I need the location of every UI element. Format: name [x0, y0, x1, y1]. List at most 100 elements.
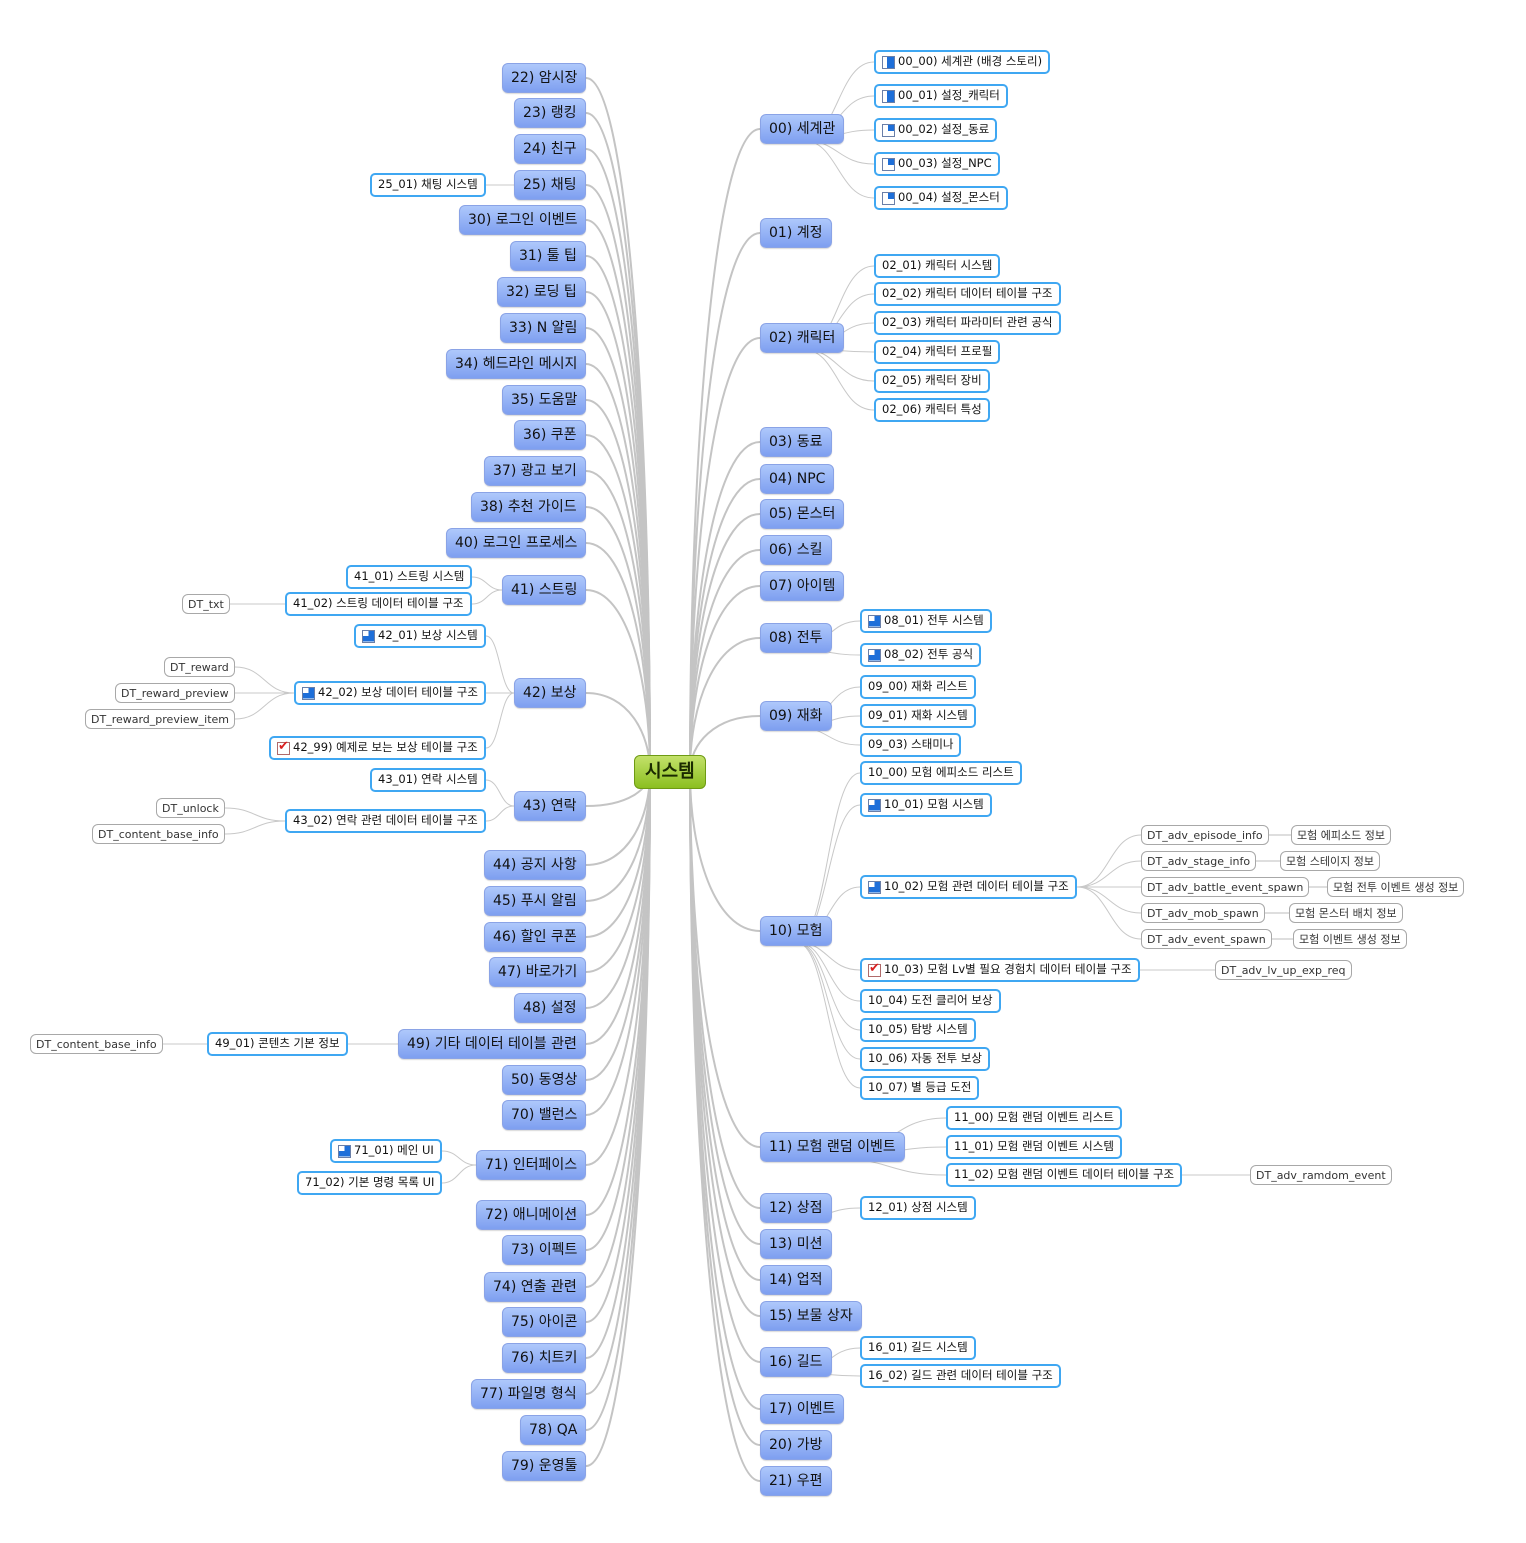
subtopic-l71-1[interactable]: 71_02) 기본 명령 목록 UI [297, 1171, 443, 1195]
subtopic-l42-1[interactable]: 42_02) 보상 데이터 테이블 구조 [294, 681, 486, 705]
data-table-tag[interactable]: DT_unlock [156, 798, 225, 818]
topic-r07[interactable]: 07) 아이템 [760, 571, 845, 601]
topic-l24[interactable]: 24) 친구 [514, 134, 586, 164]
topic-r14[interactable]: 14) 업적 [760, 1265, 832, 1295]
topic-l25[interactable]: 25) 채팅 [514, 170, 586, 200]
subtopic-r02-5[interactable]: 02_06) 캐릭터 특성 [874, 398, 990, 422]
topic-l44[interactable]: 44) 공지 사항 [484, 850, 586, 880]
data-table-tag[interactable]: DT_adv_event_spawn [1141, 929, 1272, 949]
topic-r17[interactable]: 17) 이벤트 [760, 1394, 845, 1424]
topic-l49[interactable]: 49) 기타 데이터 테이블 관련 [398, 1029, 586, 1059]
topic-l74[interactable]: 74) 연출 관련 [484, 1272, 586, 1302]
topic-r01[interactable]: 01) 계정 [760, 218, 832, 248]
subtopic-r00-2[interactable]: 00_02) 설정_동료 [874, 118, 998, 142]
subtopic-r02-1[interactable]: 02_02) 캐릭터 데이터 테이블 구조 [874, 282, 1061, 306]
topic-l70[interactable]: 70) 밸런스 [502, 1100, 587, 1130]
subtopic-r02-2[interactable]: 02_03) 캐릭터 파라미터 관련 공식 [874, 311, 1061, 335]
topic-l45[interactable]: 45) 푸시 알림 [484, 886, 586, 916]
subtopic-r09-0[interactable]: 09_00) 재화 리스트 [860, 675, 976, 699]
topic-l77[interactable]: 77) 파일명 형식 [471, 1379, 586, 1409]
topic-l32[interactable]: 32) 로딩 팁 [497, 277, 586, 307]
topic-l79[interactable]: 79) 운영툴 [502, 1451, 587, 1481]
topic-l75[interactable]: 75) 아이콘 [502, 1307, 587, 1337]
subtopic-r00-1[interactable]: 00_01) 설정_캐릭터 [874, 84, 1008, 108]
subtopic-l71-0[interactable]: 71_01) 메인 UI [330, 1139, 442, 1163]
subtopic-r10-5[interactable]: 10_05) 탐방 시스템 [860, 1018, 976, 1042]
subtopic-r08-1[interactable]: 08_02) 전투 공식 [860, 643, 982, 667]
subtopic-r10-2[interactable]: 10_02) 모험 관련 데이터 테이블 구조 [860, 875, 1077, 899]
topic-l73[interactable]: 73) 이펙트 [502, 1235, 587, 1265]
topic-l35[interactable]: 35) 도움말 [502, 385, 587, 415]
data-table-tag[interactable]: DT_adv_mob_spawn [1141, 903, 1265, 923]
topic-r13[interactable]: 13) 미션 [760, 1229, 832, 1259]
data-table-tag[interactable]: DT_content_base_info [92, 824, 225, 844]
subtopic-r02-3[interactable]: 02_04) 캐릭터 프로필 [874, 340, 1001, 364]
subtopic-r10-3[interactable]: 10_03) 모험 Lv별 필요 경험치 데이터 테이블 구조 [860, 958, 1140, 982]
topic-l48[interactable]: 48) 설정 [514, 993, 586, 1023]
data-table-tag[interactable]: DT_adv_episode_info [1141, 825, 1269, 845]
subtopic-r09-1[interactable]: 09_01) 재화 시스템 [860, 704, 976, 728]
topic-l38[interactable]: 38) 추천 가이드 [471, 492, 586, 522]
topic-l30[interactable]: 30) 로그인 이벤트 [459, 205, 587, 235]
subtopic-l41-1[interactable]: 41_02) 스트링 데이터 테이블 구조 [285, 592, 472, 616]
topic-l50[interactable]: 50) 동영상 [502, 1065, 587, 1095]
subtopic-l41-0[interactable]: 41_01) 스트링 시스템 [346, 565, 473, 589]
subtopic-r12-0[interactable]: 12_01) 상점 시스템 [860, 1196, 976, 1220]
subtopic-r16-0[interactable]: 16_01) 길드 시스템 [860, 1336, 976, 1360]
topic-l71[interactable]: 71) 인터페이스 [476, 1150, 587, 1180]
topic-r08[interactable]: 08) 전투 [760, 623, 832, 653]
subtopic-r11-1[interactable]: 11_01) 모험 랜덤 이벤트 시스템 [946, 1135, 1122, 1159]
subtopic-r10-0[interactable]: 10_00) 모험 에피소드 리스트 [860, 761, 1022, 785]
subtopic-r10-4[interactable]: 10_04) 도전 클리어 보상 [860, 989, 1001, 1013]
subtopic-r10-1[interactable]: 10_01) 모험 시스템 [860, 793, 992, 817]
subtopic-r09-2[interactable]: 09_03) 스태미나 [860, 733, 962, 757]
subtopic-r11-2[interactable]: 11_02) 모험 랜덤 이벤트 데이터 테이블 구조 [946, 1163, 1183, 1187]
data-table-tag[interactable]: DT_reward [164, 657, 235, 677]
data-table-tag[interactable]: DT_adv_battle_event_spawn [1141, 877, 1310, 897]
subtopic-r00-0[interactable]: 00_00) 세계관 (배경 스토리) [874, 50, 1051, 74]
subtopic-l42-2[interactable]: 42_99) 예제로 보는 보상 테이블 구조 [269, 736, 486, 760]
topic-r09[interactable]: 09) 재화 [760, 701, 832, 731]
subtopic-r02-4[interactable]: 02_05) 캐릭터 장비 [874, 369, 990, 393]
topic-l23[interactable]: 23) 랭킹 [514, 98, 586, 128]
data-table-tag[interactable]: DT_content_base_info [30, 1034, 163, 1054]
subtopic-r08-0[interactable]: 08_01) 전투 시스템 [860, 609, 992, 633]
topic-l76[interactable]: 76) 치트키 [502, 1343, 587, 1373]
data-table-tag[interactable]: DT_adv_ramdom_event [1250, 1165, 1392, 1185]
topic-l41[interactable]: 41) 스트링 [502, 575, 587, 605]
topic-r10[interactable]: 10) 모험 [760, 916, 832, 946]
topic-l22[interactable]: 22) 암시장 [502, 63, 587, 93]
topic-r16[interactable]: 16) 길드 [760, 1347, 832, 1377]
data-table-tag[interactable]: DT_txt [182, 594, 230, 614]
subtopic-l43-1[interactable]: 43_02) 연락 관련 데이터 테이블 구조 [285, 809, 486, 833]
root-node[interactable]: 시스템 [634, 755, 706, 789]
topic-r11[interactable]: 11) 모험 랜덤 이벤트 [760, 1132, 905, 1162]
topic-r21[interactable]: 21) 우편 [760, 1466, 832, 1496]
subtopic-l42-0[interactable]: 42_01) 보상 시스템 [354, 624, 486, 648]
topic-l37[interactable]: 37) 광고 보기 [484, 456, 586, 486]
topic-l40[interactable]: 40) 로그인 프로세스 [446, 528, 587, 558]
topic-l34[interactable]: 34) 헤드라인 메시지 [446, 349, 587, 379]
subtopic-r00-3[interactable]: 00_03) 설정_NPC [874, 152, 1000, 176]
subtopic-r02-0[interactable]: 02_01) 캐릭터 시스템 [874, 254, 1001, 278]
topic-r02[interactable]: 02) 캐릭터 [760, 323, 845, 353]
topic-l43[interactable]: 43) 연락 [514, 791, 586, 821]
data-table-tag[interactable]: DT_adv_lv_up_exp_req [1215, 960, 1352, 980]
topic-r12[interactable]: 12) 상점 [760, 1193, 832, 1223]
topic-l36[interactable]: 36) 쿠폰 [514, 420, 586, 450]
data-table-tag[interactable]: DT_reward_preview_item [85, 709, 235, 729]
subtopic-l49-0[interactable]: 49_01) 콘텐츠 기본 정보 [207, 1032, 348, 1056]
data-table-tag[interactable]: DT_adv_stage_info [1141, 851, 1257, 871]
topic-r15[interactable]: 15) 보물 상자 [760, 1301, 862, 1331]
topic-r06[interactable]: 06) 스킬 [760, 535, 832, 565]
topic-l46[interactable]: 46) 할인 쿠폰 [484, 922, 586, 952]
subtopic-r10-7[interactable]: 10_07) 별 등급 도전 [860, 1076, 980, 1100]
subtopic-l43-0[interactable]: 43_01) 연락 시스템 [370, 768, 486, 792]
topic-r00[interactable]: 00) 세계관 [760, 114, 845, 144]
topic-r05[interactable]: 05) 몬스터 [760, 499, 845, 529]
topic-r04[interactable]: 04) NPC [760, 464, 835, 494]
subtopic-r16-1[interactable]: 16_02) 길드 관련 데이터 테이블 구조 [860, 1364, 1061, 1388]
topic-l33[interactable]: 33) N 알림 [500, 313, 587, 343]
topic-l31[interactable]: 31) 툴 팁 [510, 241, 586, 271]
subtopic-r11-0[interactable]: 11_00) 모험 랜덤 이벤트 리스트 [946, 1106, 1122, 1130]
